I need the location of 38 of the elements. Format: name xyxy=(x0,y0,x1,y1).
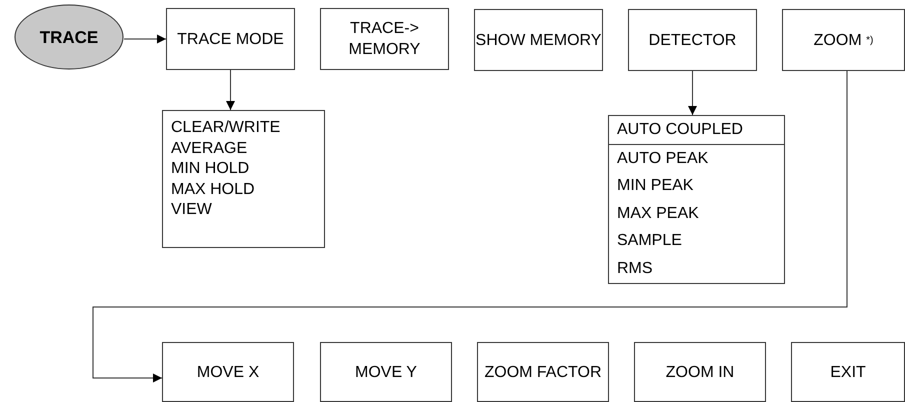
list-item: MIN HOLD xyxy=(170,159,250,179)
arrow xyxy=(92,70,848,382)
menu-box xyxy=(320,8,449,70)
arrow xyxy=(688,70,697,116)
node-label: ZOOM IN xyxy=(666,362,734,382)
node-label: MOVE Y xyxy=(355,362,417,382)
menu-box xyxy=(634,342,766,402)
node-label: MOVE X xyxy=(196,362,260,382)
list-item: AUTO COUPLED xyxy=(609,116,784,144)
node-label: DETECTOR xyxy=(648,30,736,50)
menu-box xyxy=(782,9,905,71)
list-item: MIN PEAK xyxy=(616,176,694,196)
option-list xyxy=(608,115,785,284)
node-label: ZOOM FACTOR xyxy=(484,362,602,382)
menu-box xyxy=(628,9,757,71)
list-item: MAX HOLD xyxy=(170,180,256,200)
arrow xyxy=(226,70,235,110)
list-item: AVERAGE xyxy=(170,138,248,158)
menu-box xyxy=(320,342,452,402)
list-item: SAMPLE xyxy=(616,231,683,251)
menu-box xyxy=(162,342,294,402)
list-item: AUTO PEAK xyxy=(616,148,710,168)
menu-box xyxy=(474,9,603,71)
start-ellipse xyxy=(14,4,124,70)
menu-box xyxy=(791,342,905,402)
option-list xyxy=(162,110,325,248)
list-item: VIEW xyxy=(170,200,213,220)
list-item: CLEAR/WRITE xyxy=(170,118,282,138)
node-label: TRACE-> MEMORY xyxy=(348,19,422,60)
node-label: SHOW MEMORY xyxy=(476,30,602,50)
menu-box xyxy=(166,8,295,70)
arrow xyxy=(124,34,166,44)
list-item: RMS xyxy=(616,258,654,278)
node-label: TRACE MODE xyxy=(177,30,284,50)
node-label: EXIT xyxy=(830,362,866,382)
list-item: MAX PEAK xyxy=(616,204,700,224)
node-label: TRACE xyxy=(40,26,98,48)
menu-box xyxy=(477,342,609,402)
